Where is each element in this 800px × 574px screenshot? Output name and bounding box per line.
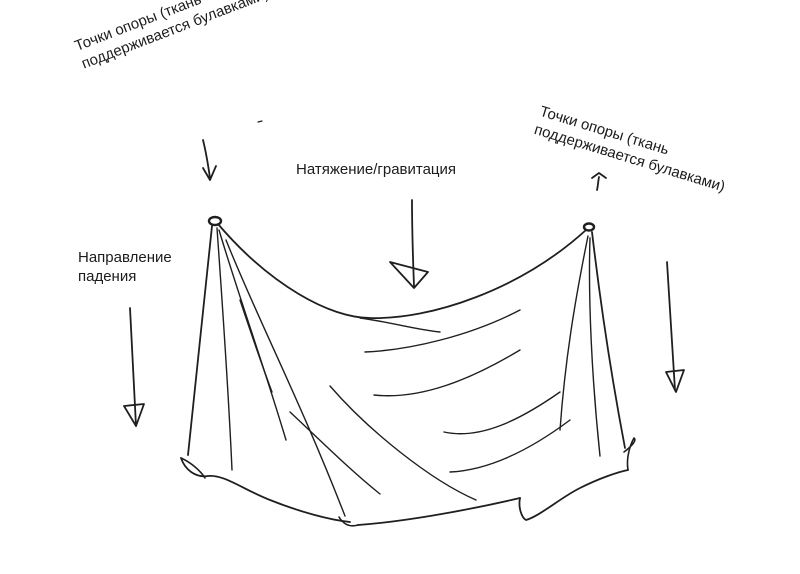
stray-mark <box>257 120 263 123</box>
tension-label: Натяжение/гравитация <box>296 160 456 179</box>
right-fall-arrow-icon <box>665 261 685 393</box>
fall-direction-label-line1: Направление <box>78 249 172 266</box>
tension-label-text: Натяжение/гравитация <box>296 161 457 178</box>
fold-lines <box>216 227 601 517</box>
fall-direction-arrow-icon <box>123 307 145 427</box>
tension-arrow-icon <box>389 199 429 289</box>
cloth-outline <box>180 223 636 527</box>
fall-direction-label-line2: падения <box>78 268 137 285</box>
fall-direction-label: Направление падения <box>78 248 172 286</box>
left-pin-arrow-icon <box>202 139 217 181</box>
right-pin-arrow-icon <box>591 172 607 191</box>
right-pin-icon <box>582 222 596 232</box>
left-pin-icon <box>207 215 223 227</box>
